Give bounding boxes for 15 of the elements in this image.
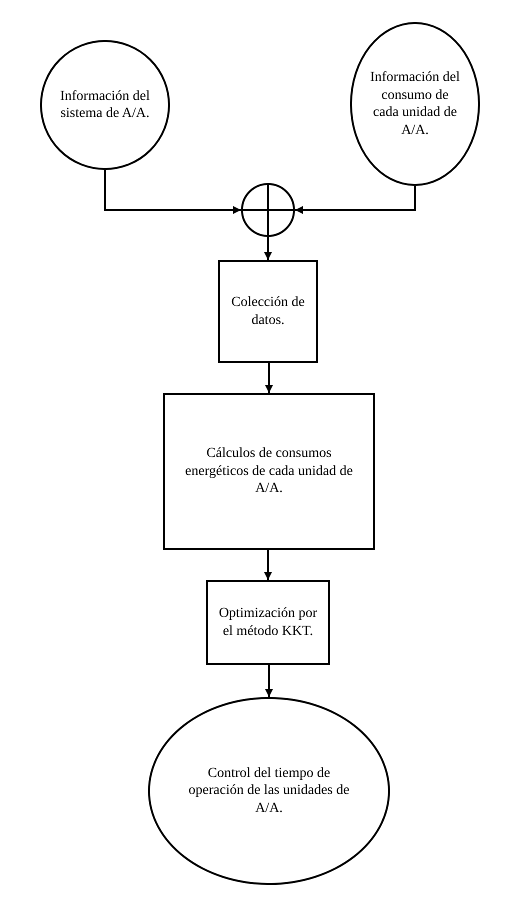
process-box xyxy=(163,393,375,550)
node-label: Optimización por el método KKT. xyxy=(218,605,318,640)
arrow xyxy=(264,550,272,580)
arrow xyxy=(264,237,272,260)
arrow xyxy=(104,170,241,214)
process-box xyxy=(218,260,318,363)
arrow xyxy=(265,665,273,697)
node-label: Control del tiempo de operación de las unidades de A/A. xyxy=(188,764,350,818)
arrow xyxy=(265,363,273,393)
arrow xyxy=(295,186,416,214)
process-box xyxy=(206,580,330,665)
node-label: Cálculos de consumos energéticos de cada unidad de A/A. xyxy=(184,445,354,498)
node-label: Información del sistema de A/A. xyxy=(59,88,151,122)
node-label: Información del consumo de cada unidad de A/A. xyxy=(369,69,461,139)
node-label: Colección de datos. xyxy=(230,294,306,329)
